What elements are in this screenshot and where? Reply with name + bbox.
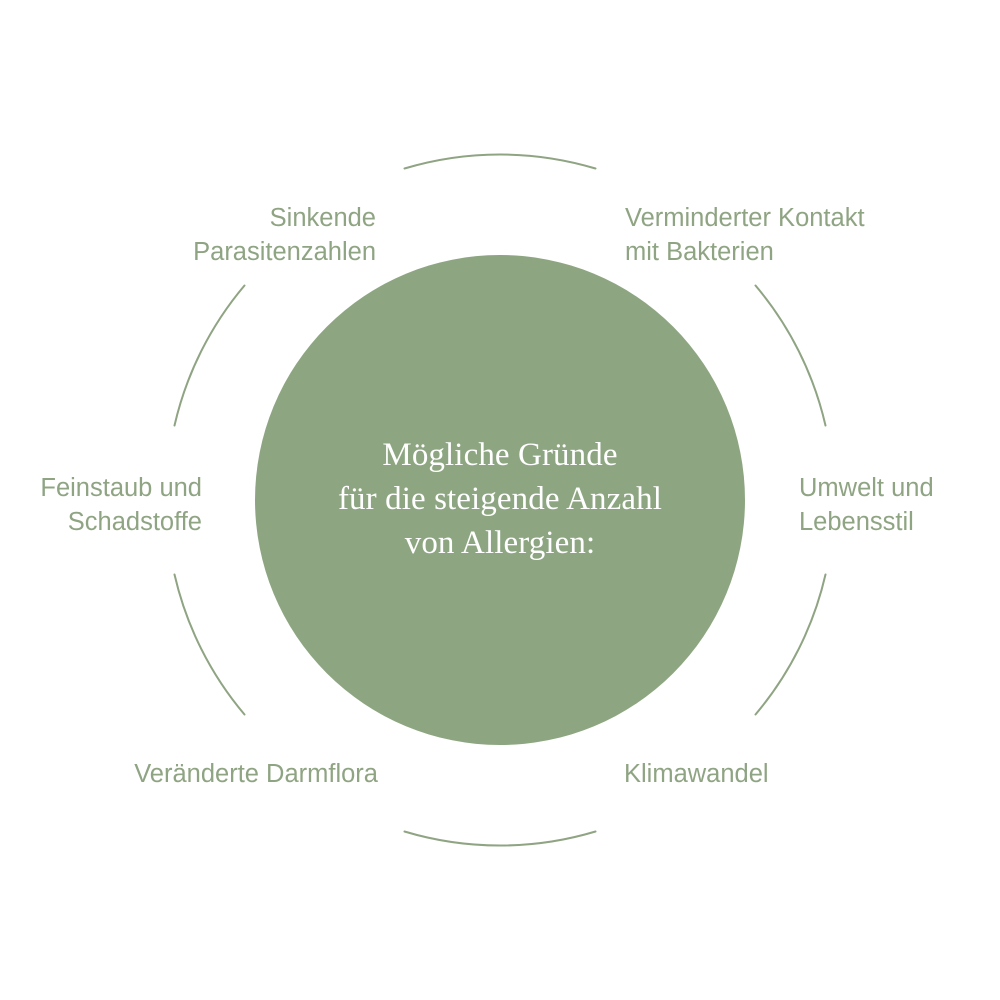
label-klimawandel: Klimawandel <box>624 760 769 788</box>
ring-arc-bottom <box>403 830 597 847</box>
label-veraenderte-darmflora: Veränderte Darmflora <box>134 760 378 788</box>
label-umwelt-und-lebensstil: Umwelt und Lebensstil <box>799 474 934 537</box>
center-title: Mögliche Gründe für die steigende Anzahl… <box>337 437 663 561</box>
label-verminderter-kontakt-mit-bakterien: Verminderter Kontakt mit Bakterien <box>625 204 865 267</box>
ring-arc-lower-left <box>173 573 246 716</box>
ring-arc-lower-right <box>754 573 827 716</box>
ring-arc-upper-left <box>173 284 246 427</box>
label-feinstaub-und-schadstoffe: Feinstaub und Schadstoffe <box>40 474 202 537</box>
ring-arc-upper-right <box>754 284 827 427</box>
center-circle: Mögliche Gründe für die steigende Anzahl… <box>255 255 745 745</box>
ring-arc-top <box>403 153 597 170</box>
label-sinkende-parasitenzahlen: Sinkende Parasitenzahlen <box>193 204 376 267</box>
